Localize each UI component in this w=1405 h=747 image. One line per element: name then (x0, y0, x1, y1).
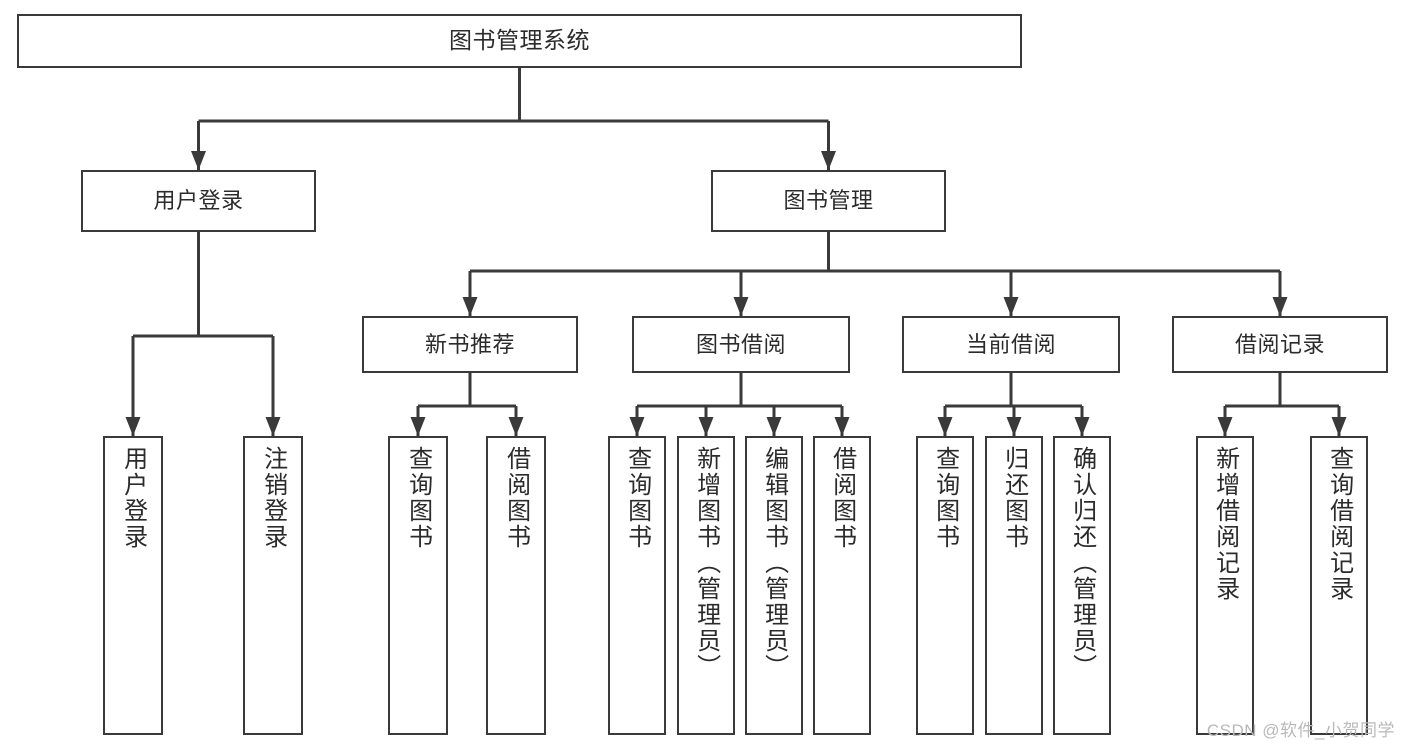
node-leaf-br-add: 新增借阅记录 (1196, 436, 1254, 735)
connector-arrowhead (410, 417, 426, 436)
connector-arrowhead (1217, 417, 1233, 436)
node-leaf-br-query: 查询借阅记录 (1310, 436, 1368, 735)
connector-arrowhead (1272, 297, 1288, 316)
node-new-book-rec: 新书推荐 (362, 316, 578, 373)
watermark: CSDN @软件_小贺同学 (1206, 721, 1395, 740)
connector-arrowhead (698, 417, 714, 436)
node-label: 编辑图书（管理员） (760, 446, 788, 680)
connector-arrowhead (1006, 417, 1022, 436)
node-label: 确认归还（管理员） (1068, 446, 1096, 680)
connector-arrowhead (937, 417, 953, 436)
node-leaf-rec-query: 查询图书 (388, 436, 448, 735)
node-borrow-record: 借阅记录 (1172, 316, 1388, 373)
connector-arrowhead (766, 417, 782, 436)
node-label: 当前借阅 (965, 331, 1056, 357)
node-book-manage: 图书管理 (711, 170, 946, 232)
node-label: 新增借阅记录 (1211, 446, 1239, 602)
node-label: 图书管理系统 (449, 27, 590, 54)
connector-arrowhead (125, 417, 141, 436)
connector-arrowhead (834, 417, 850, 436)
node-leaf-cb-confirm: 确认归还（管理员） (1053, 436, 1111, 735)
connector-arrowhead (265, 417, 281, 436)
node-label: 图书借阅 (695, 331, 786, 357)
node-label: 借阅图书 (502, 446, 530, 550)
node-leaf-user-login: 用户登录 (103, 436, 163, 735)
node-leaf-cb-return: 归还图书 (985, 436, 1043, 735)
node-leaf-bb-query: 查询图书 (608, 436, 666, 735)
node-label: 查询借阅记录 (1325, 446, 1353, 602)
node-label: 查询图书 (404, 446, 432, 550)
node-label: 查询图书 (931, 446, 959, 550)
node-current-borrow: 当前借阅 (902, 316, 1120, 373)
node-leaf-bb-borrow: 借阅图书 (813, 436, 871, 735)
connector-arrowhead (733, 297, 749, 316)
node-label: 图书管理 (783, 188, 874, 214)
node-leaf-cb-query: 查询图书 (916, 436, 974, 735)
node-label: 注销登录 (259, 446, 287, 550)
node-leaf-bb-edit: 编辑图书（管理员） (745, 436, 803, 735)
node-root: 图书管理系统 (17, 14, 1022, 68)
connector-arrowhead (462, 297, 478, 316)
node-label: 借阅记录 (1234, 331, 1325, 357)
connector-arrowhead (821, 151, 836, 170)
node-label: 归还图书 (1000, 446, 1028, 550)
node-label: 新书推荐 (424, 331, 515, 357)
node-label: 用户登录 (119, 446, 147, 550)
node-leaf-rec-borrow: 借阅图书 (486, 436, 546, 735)
connector-arrowhead (508, 417, 524, 436)
node-leaf-user-logout: 注销登录 (243, 436, 303, 735)
node-book-borrow: 图书借阅 (632, 316, 850, 373)
connector-arrowhead (1003, 297, 1019, 316)
connector-arrowhead (629, 417, 645, 436)
connector-arrowhead (1331, 417, 1347, 436)
connector-arrowhead (1074, 417, 1090, 436)
node-leaf-bb-add: 新增图书（管理员） (677, 436, 735, 735)
node-user-login: 用户登录 (81, 170, 316, 232)
node-label: 用户登录 (153, 188, 244, 214)
connector-arrowhead (191, 151, 206, 170)
node-label: 借阅图书 (828, 446, 856, 550)
node-label: 查询图书 (623, 446, 651, 550)
node-label: 新增图书（管理员） (692, 446, 720, 680)
